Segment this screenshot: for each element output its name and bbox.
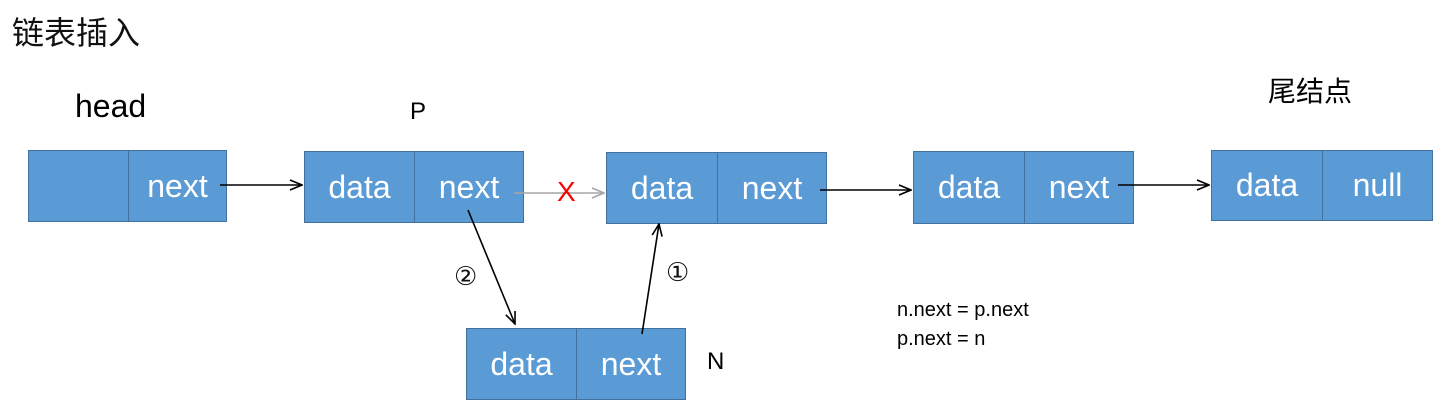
tail-node-null-cell: null bbox=[1352, 167, 1403, 203]
third-node-data-cell: data bbox=[914, 152, 1025, 223]
third-node: data next bbox=[913, 151, 1134, 224]
head-node-next-cell: next bbox=[147, 167, 208, 204]
step-one-label: ① bbox=[666, 258, 690, 288]
p-node-data-cell: data bbox=[305, 152, 415, 222]
n-node-next-cell: next bbox=[600, 345, 662, 382]
n-node-data-cell: data bbox=[467, 329, 577, 399]
step-two-label: ② bbox=[454, 262, 478, 292]
n-node: data next bbox=[466, 328, 686, 400]
diagram-title: 链表插入 bbox=[12, 14, 141, 52]
head-label: head bbox=[75, 88, 147, 124]
head-node: next bbox=[28, 150, 227, 222]
tail-label: 尾结点 bbox=[1268, 75, 1353, 108]
n-label: N bbox=[707, 348, 725, 375]
p-label: P bbox=[410, 98, 427, 125]
code-line-2: p.next = n bbox=[897, 328, 986, 350]
tail-node: data null bbox=[1211, 150, 1433, 221]
removed-link-x-mark: X bbox=[557, 176, 576, 207]
p-node: data next bbox=[304, 151, 524, 223]
next-node-data-cell: data bbox=[607, 153, 718, 223]
p-node-next-cell: next bbox=[438, 168, 500, 205]
next-node: data next bbox=[606, 152, 827, 224]
p-to-n-arrow bbox=[467, 209, 515, 324]
next-node-next-cell: next bbox=[741, 169, 803, 206]
tail-node-data-cell: data bbox=[1212, 151, 1323, 220]
head-node-data-cell bbox=[29, 151, 129, 221]
code-line-1: n.next = p.next bbox=[897, 299, 1029, 321]
n-to-next-arrow bbox=[641, 224, 659, 335]
code-snippet: n.next = p.next p.next = n bbox=[897, 296, 1029, 354]
third-node-next-cell: next bbox=[1048, 169, 1110, 205]
